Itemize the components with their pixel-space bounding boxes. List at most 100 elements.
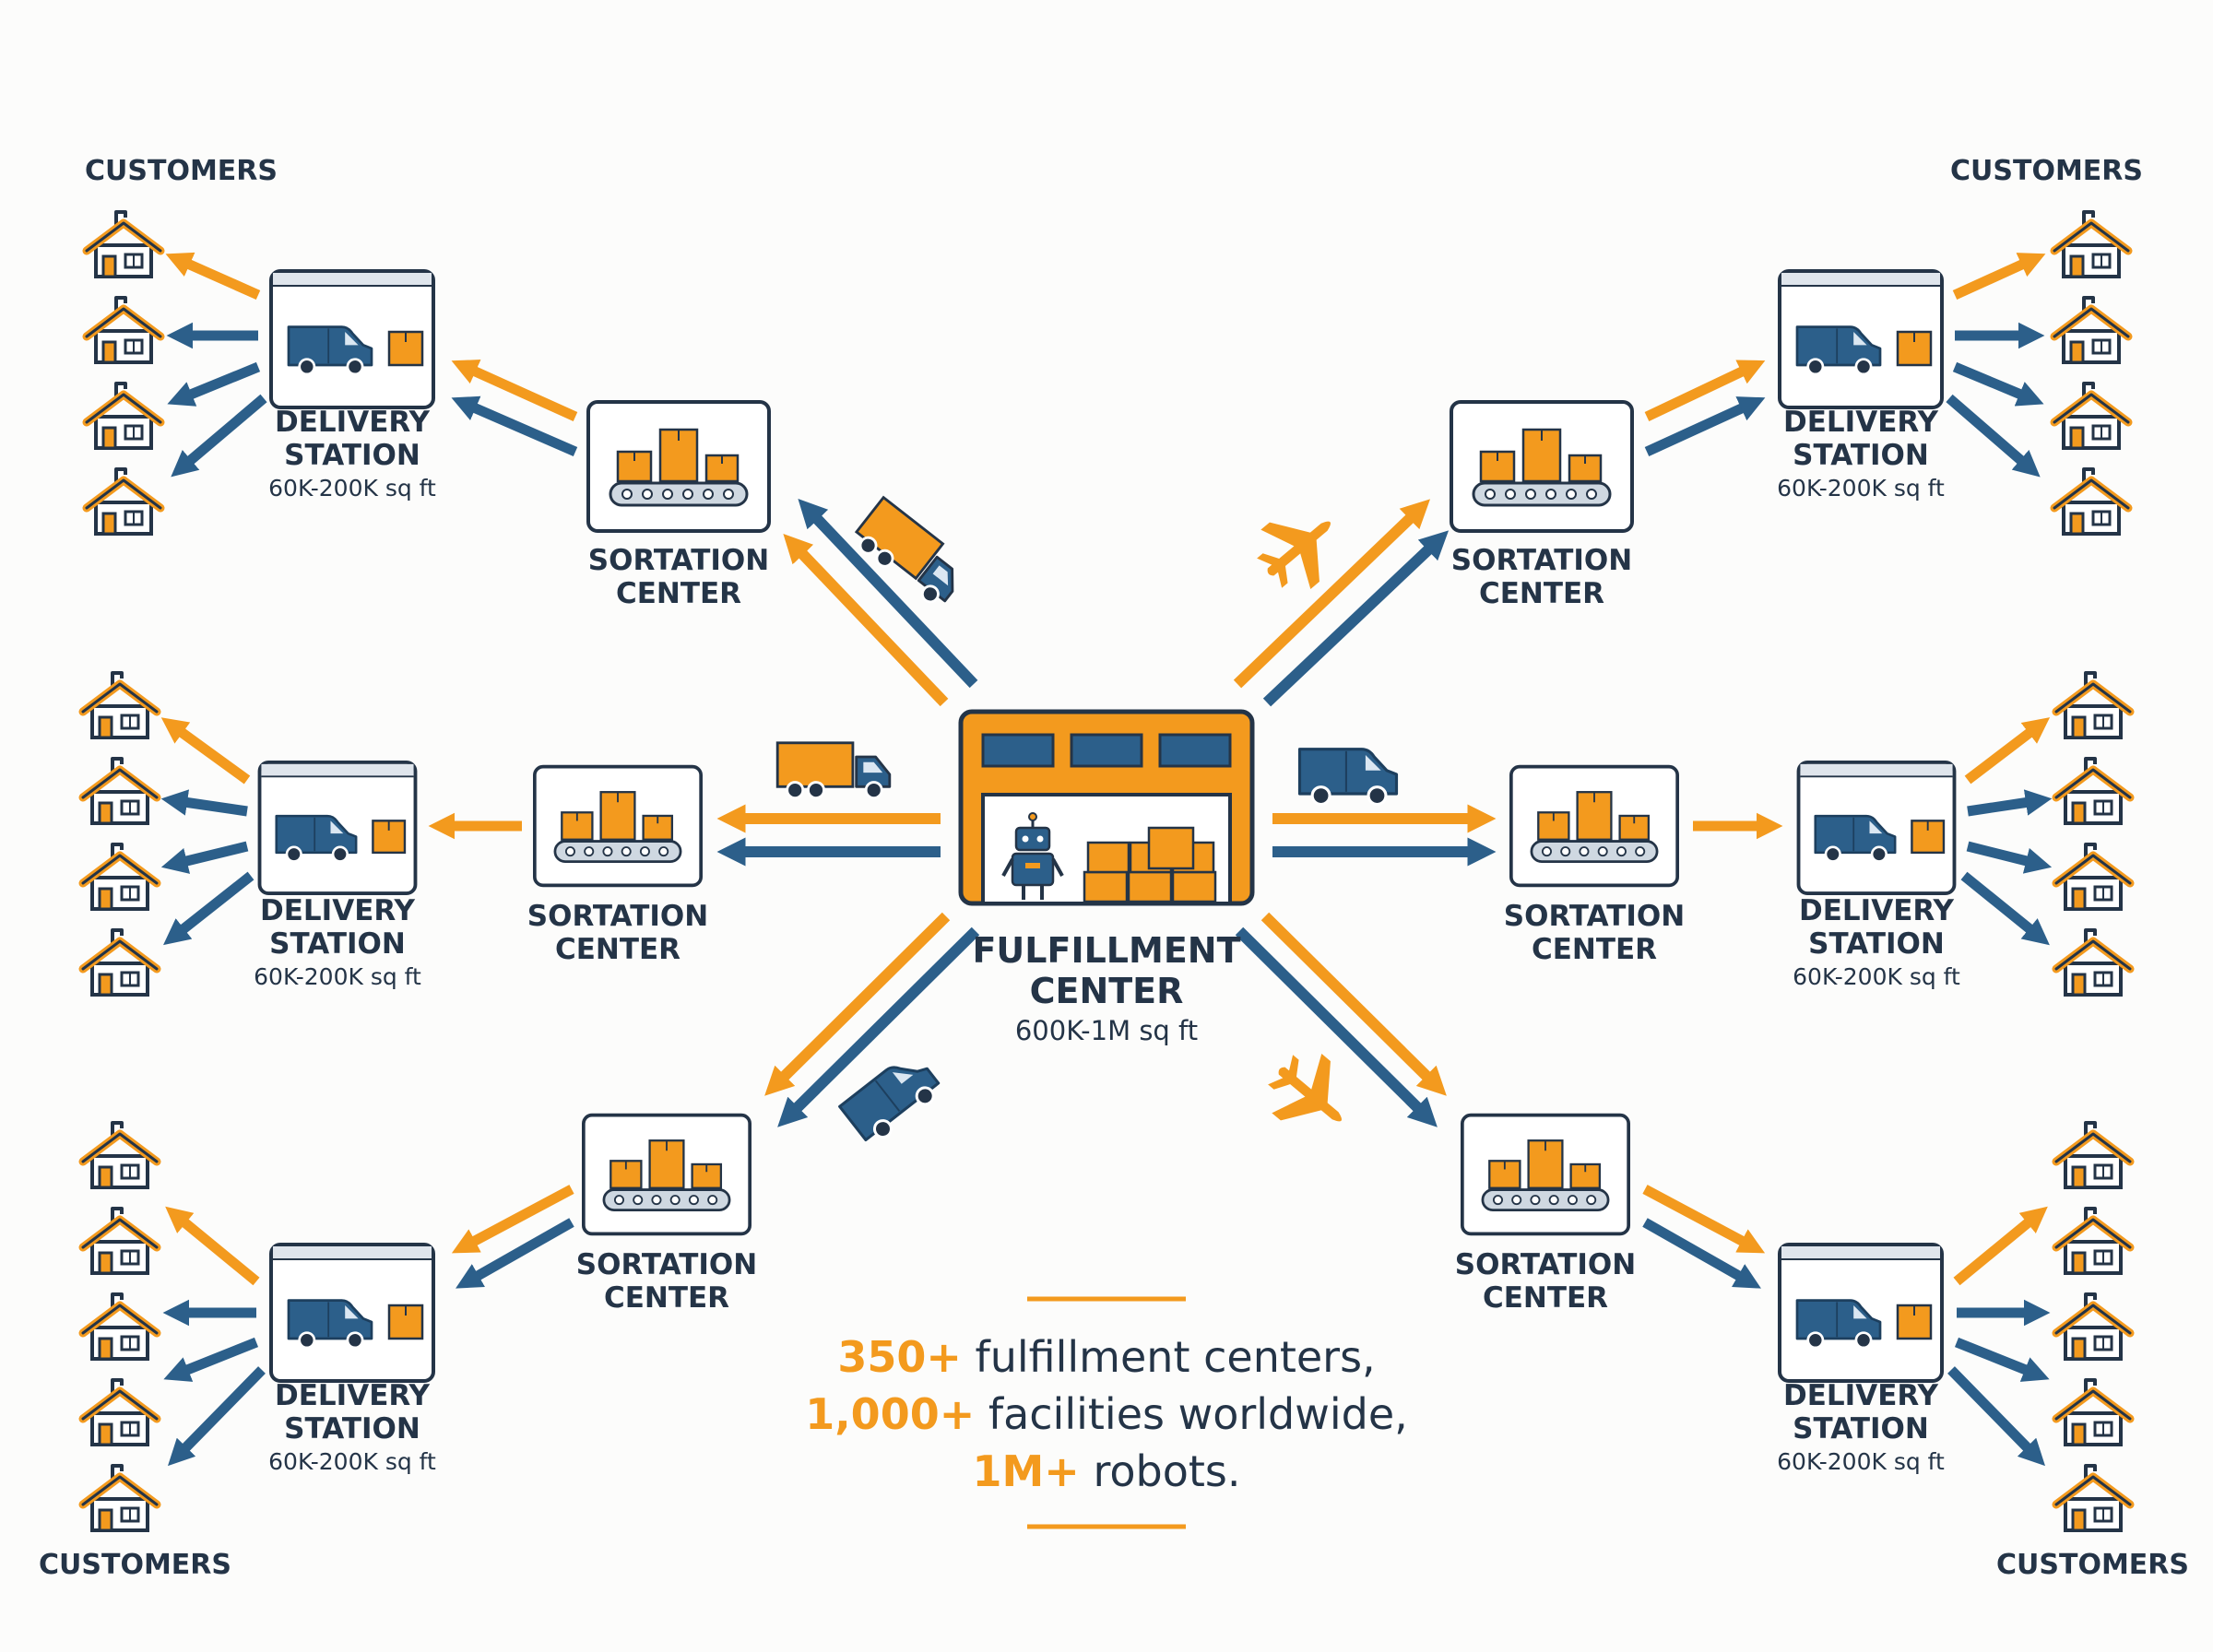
sortation-label: CENTER <box>1532 933 1657 966</box>
sortation-label: SORTATION <box>1451 544 1632 577</box>
delivery-station-size: 60K-200K sq ft <box>268 475 436 502</box>
robot-icon <box>1001 812 1064 900</box>
fulfillment-center-label: FULFILLMENT <box>972 930 1240 971</box>
stat-value-robots: 1M+ <box>973 1446 1080 1496</box>
house-icon <box>2056 930 2130 995</box>
delivery-station-label: STATION <box>269 927 406 961</box>
fulfillment-center-label: CENTER <box>1030 971 1184 1011</box>
delivery-station-bottom-right: DELIVERY STATION 60K-200K sq ft <box>1777 1245 1945 1475</box>
delivery-station-label: STATION <box>1808 927 1945 961</box>
house-icon <box>83 673 157 738</box>
house-icon <box>83 1209 157 1273</box>
sortation-label: CENTER <box>616 577 741 610</box>
house-icon <box>2056 1294 2130 1359</box>
delivery-station-size: 60K-200K sq ft <box>1777 475 1945 502</box>
house-icon <box>2056 759 2130 823</box>
customers-label: CUSTOMERS <box>85 155 278 187</box>
sortation-center-bottom-left: SORTATION CENTER <box>576 1113 757 1315</box>
delivery-station-top-left: DELIVERY STATION 60K-200K sq ft <box>268 271 436 502</box>
delivery-van-icon <box>271 271 433 407</box>
house-icon <box>87 384 160 448</box>
house-icon <box>83 759 157 823</box>
sortation-arrows <box>428 360 1783 1289</box>
delivery-station-label: DELIVERY <box>1783 406 1939 439</box>
van-icon <box>1297 748 1399 807</box>
delivery-van-icon <box>271 1245 433 1381</box>
fulfillment-center-size: 600K-1M sq ft <box>1015 1015 1198 1046</box>
sortation-label: CENTER <box>555 933 680 966</box>
sortation-label: CENTER <box>604 1281 729 1315</box>
delivery-van-icon <box>1780 1245 1942 1381</box>
conveyor-packages-icon <box>586 400 771 533</box>
house-icon <box>83 844 157 909</box>
sortation-label: SORTATION <box>576 1248 757 1281</box>
van-icon <box>838 1048 946 1150</box>
sortation-center-top-right: SORTATION CENTER <box>1450 400 1634 610</box>
delivery-station-size: 60K-200K sq ft <box>254 963 421 990</box>
stat-text-facilities: facilities worldwide, <box>975 1389 1408 1439</box>
stat-value-facilities: 1,000+ <box>805 1389 975 1439</box>
house-icon <box>2054 469 2128 534</box>
conveyor-packages-icon <box>582 1113 751 1236</box>
conveyor-packages-icon <box>533 764 703 888</box>
house-icon <box>87 298 160 362</box>
stats-line-3: 1M+ robots. <box>973 1446 1241 1496</box>
delivery-station-label: DELIVERY <box>1799 894 1955 927</box>
fulfillment-center: FULFILLMENT CENTER 600K-1M sq ft <box>958 709 1255 1046</box>
delivery-van-icon <box>1780 271 1942 407</box>
house-icon <box>83 1380 157 1445</box>
delivery-station-bottom-left: DELIVERY STATION 60K-200K sq ft <box>268 1245 436 1475</box>
truck-icon <box>847 496 974 612</box>
house-icon <box>2056 1466 2130 1530</box>
sortation-label: CENTER <box>1483 1281 1608 1315</box>
truck-icon <box>775 741 892 800</box>
house-icon <box>2056 673 2130 738</box>
house-icon <box>2054 298 2128 362</box>
delivery-station-size: 60K-200K sq ft <box>1793 963 1960 990</box>
house-icon <box>2056 1209 2130 1273</box>
house-icon <box>2056 1123 2130 1187</box>
stat-value-fulfillment-centers: 350+ <box>837 1332 962 1382</box>
delivery-station-label: STATION <box>284 439 420 472</box>
delivery-van-icon <box>1799 762 1955 893</box>
delivery-station-middle-right: DELIVERY STATION 60K-200K sq ft <box>1793 762 1960 990</box>
airplane-icon <box>1254 1039 1367 1150</box>
delivery-station-label: STATION <box>1793 439 1929 472</box>
house-icon <box>83 1466 157 1530</box>
conveyor-packages-icon <box>1460 1113 1631 1236</box>
customers-label: CUSTOMERS <box>39 1549 231 1581</box>
delivery-van-icon <box>260 762 416 893</box>
sortation-label: SORTATION <box>527 900 708 933</box>
package-stack-icon <box>1083 826 1217 903</box>
sortation-center-bottom-right: SORTATION CENTER <box>1455 1113 1636 1315</box>
delivery-station-size: 60K-200K sq ft <box>268 1448 436 1475</box>
house-icon <box>87 469 160 534</box>
stats-line-1: 350+ fulfillment centers, <box>837 1332 1375 1382</box>
sortation-center-middle-right: SORTATION CENTER <box>1504 764 1685 966</box>
delivery-station-size: 60K-200K sq ft <box>1777 1448 1945 1475</box>
stats-line-2: 1,000+ facilities worldwide, <box>805 1389 1408 1439</box>
delivery-station-label: DELIVERY <box>275 406 431 439</box>
sortation-label: SORTATION <box>1455 1248 1636 1281</box>
delivery-station-middle-left: DELIVERY STATION 60K-200K sq ft <box>254 762 421 990</box>
house-icon <box>83 930 157 995</box>
stat-text-fulfillment-centers: fulfillment centers, <box>962 1332 1376 1382</box>
house-icon <box>2054 384 2128 448</box>
stat-text-robots: robots. <box>1080 1446 1241 1496</box>
house-icon <box>87 212 160 277</box>
house-icon <box>2056 1380 2130 1445</box>
delivery-station-label: DELIVERY <box>260 894 416 927</box>
delivery-station-label: DELIVERY <box>275 1379 431 1412</box>
house-icon <box>2054 212 2128 277</box>
stats-block: 350+ fulfillment centers, 1,000+ facilit… <box>805 1296 1408 1529</box>
delivery-station-label: DELIVERY <box>1783 1379 1939 1412</box>
fulfillment-arrows <box>716 498 1497 1127</box>
customers-label: CUSTOMERS <box>1996 1549 2189 1581</box>
conveyor-packages-icon <box>1450 400 1634 533</box>
house-icon <box>83 1123 157 1187</box>
house-icon <box>83 1294 157 1359</box>
sortation-center-middle-left: SORTATION CENTER <box>527 764 708 966</box>
delivery-station-label: STATION <box>284 1412 420 1446</box>
delivery-station-top-right: DELIVERY STATION 60K-200K sq ft <box>1777 271 1945 502</box>
